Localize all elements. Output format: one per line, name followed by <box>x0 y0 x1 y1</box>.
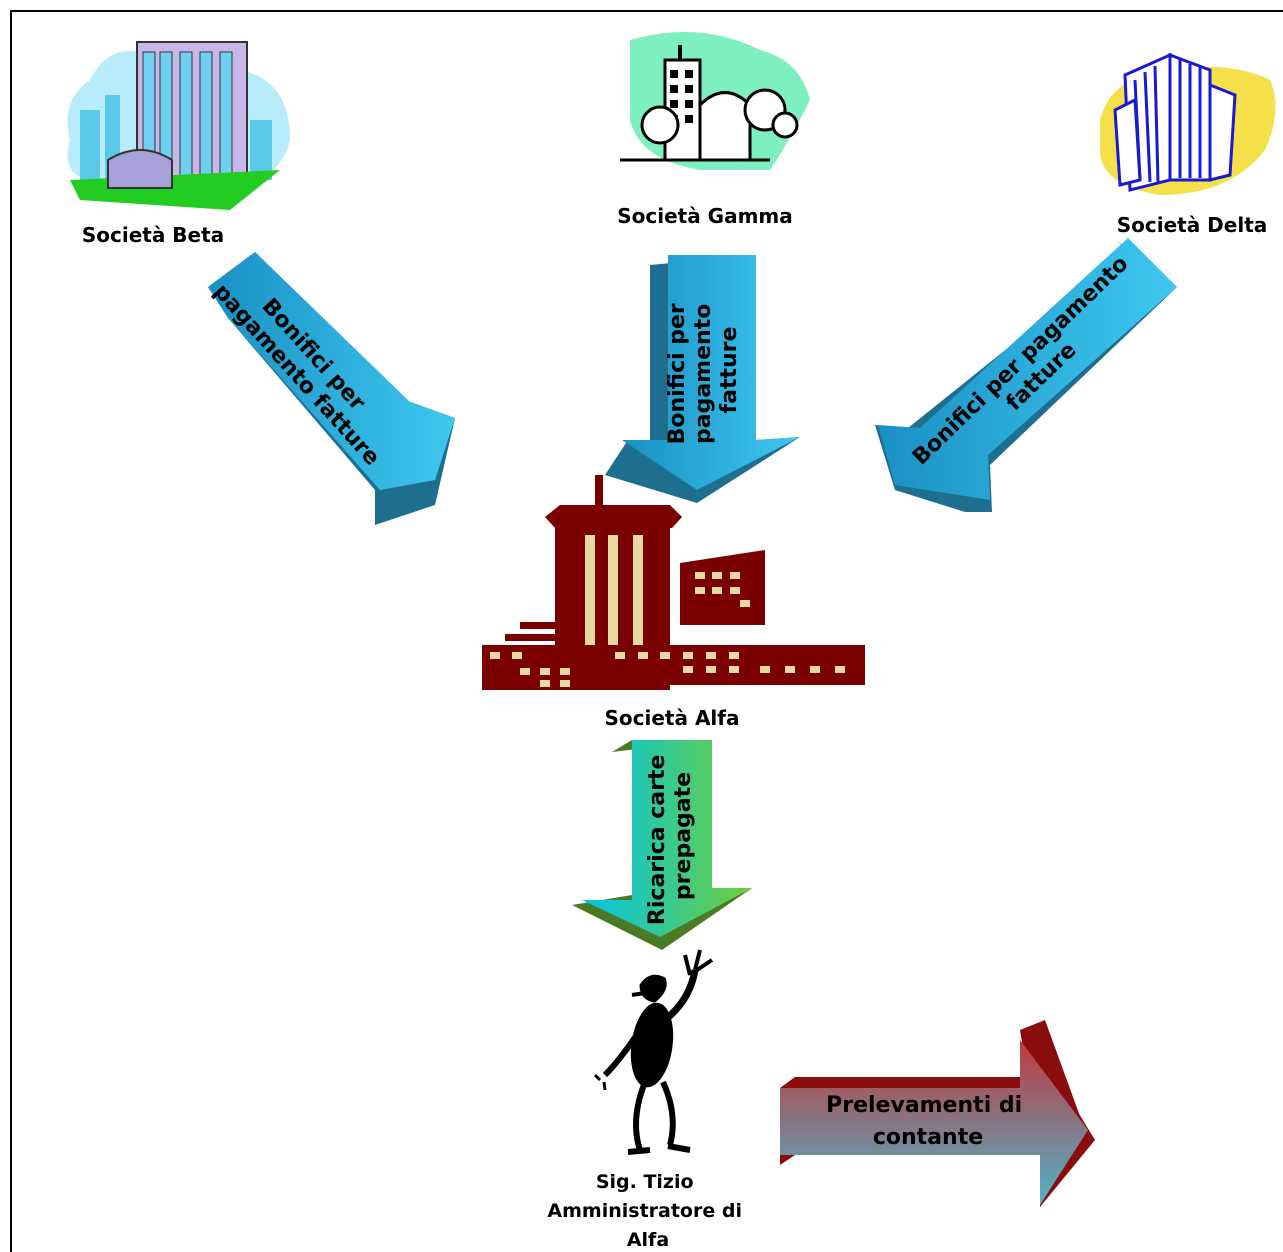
delta-arrow-line1: Bonifici per pagamento <box>908 251 1133 470</box>
beta-to-alfa-arrow: Bonifici per pagamento fatture <box>208 252 455 525</box>
green-arrow-line1: Ricarica carte <box>645 755 670 925</box>
beta-building-icon <box>67 41 290 210</box>
alfa-label: Società Alfa <box>605 706 740 730</box>
delta-building-icon <box>1100 52 1276 196</box>
delta-to-alfa-arrow: Bonifici per pagamento fatture <box>875 238 1177 512</box>
alfa-building-icon <box>482 475 865 690</box>
person-line2: Amministratore di <box>547 1200 742 1222</box>
gamma-arrow-line1: Bonifici per <box>665 303 690 444</box>
person-icon <box>593 949 714 1155</box>
red-arrow-line2: contante <box>873 1125 983 1150</box>
gamma-building-icon <box>620 32 810 170</box>
person-line3: Alfa <box>627 1229 669 1251</box>
gamma-label: Società Gamma <box>617 204 793 228</box>
delta-label: Società Delta <box>1117 213 1268 237</box>
gamma-arrow-line3: fatture <box>717 327 742 414</box>
diagram-frame <box>10 10 1283 1252</box>
person-line1: Sig. Tizio <box>596 1171 694 1193</box>
green-arrow-line2: prepagate <box>671 772 696 900</box>
gamma-to-alfa-arrow: Bonifici per pagamento fatture <box>605 255 800 503</box>
svg-text:Bonifici per pagamento: Bonifici per pagamento fatture <box>665 296 742 445</box>
svg-text:Ricarica carte prepagate: Ricarica carte prepagate <box>645 747 696 925</box>
gamma-arrow-line2: pagamento <box>691 304 716 444</box>
svg-text:Sig. Tizio Amministratore: Sig. Tizio Amministratore di Alfa <box>547 1171 748 1251</box>
svg-text:Prelevamenti di contante: Prelevamenti di contante <box>826 1093 1030 1150</box>
cash-withdrawal-arrow: Prelevamenti di contante <box>780 1020 1095 1207</box>
beta-label: Società Beta <box>82 223 224 247</box>
alfa-to-tizio-arrow: Ricarica carte prepagate <box>572 740 752 950</box>
red-arrow-line1: Prelevamenti di <box>826 1093 1022 1118</box>
